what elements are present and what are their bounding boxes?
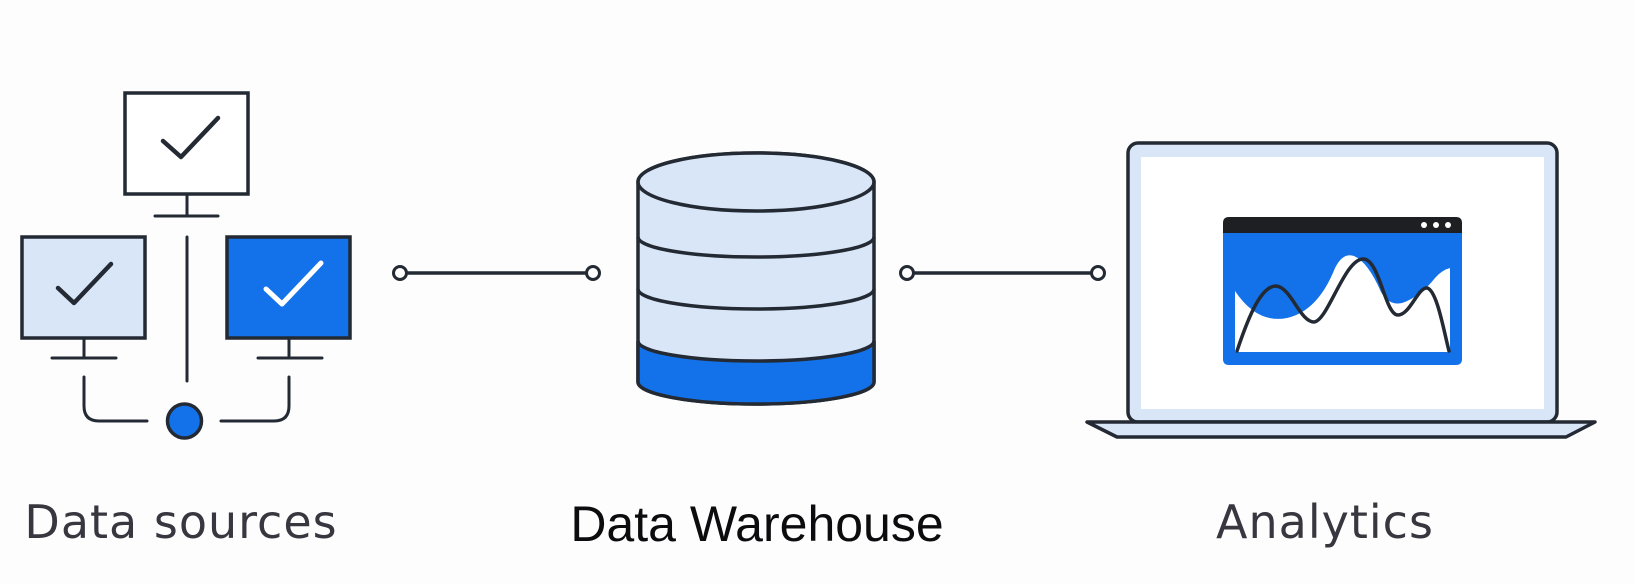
monitor-left-screen bbox=[20, 235, 147, 340]
chart-area-fill bbox=[1235, 255, 1450, 352]
connector-dot-icon bbox=[585, 265, 601, 281]
database-bottom-band bbox=[636, 340, 876, 406]
hub-right-elbow-line bbox=[219, 375, 291, 423]
monitor-top-screen bbox=[123, 91, 250, 196]
database-separator-arc bbox=[636, 236, 876, 259]
connector-dot-icon bbox=[392, 265, 408, 281]
connector-right bbox=[899, 265, 1106, 281]
database-top-ellipse bbox=[636, 151, 876, 213]
titlebar-dot-icon bbox=[1445, 222, 1451, 228]
data-warehouse-label: Data Warehouse bbox=[570, 496, 944, 552]
connector-dot-icon bbox=[899, 265, 915, 281]
database-cylinder-icon bbox=[636, 151, 876, 406]
laptop-base bbox=[1085, 420, 1597, 439]
titlebar-dot-icon bbox=[1433, 222, 1439, 228]
check-icon bbox=[263, 260, 324, 307]
monitor-left-icon bbox=[20, 235, 147, 360]
browser-titlebar bbox=[1223, 217, 1462, 233]
monitor-top-icon bbox=[123, 91, 250, 218]
monitor-right-icon bbox=[225, 235, 352, 360]
connector-dot-icon bbox=[1090, 265, 1106, 281]
check-icon bbox=[55, 261, 114, 306]
monitors-check-icon bbox=[20, 91, 352, 440]
browser-window-icon bbox=[1223, 217, 1462, 365]
monitor-right-screen bbox=[225, 235, 352, 340]
titlebar-dot-icon bbox=[1421, 222, 1427, 228]
analytics-label: Analytics bbox=[1216, 495, 1434, 549]
database-separator-arc bbox=[636, 288, 876, 311]
check-icon bbox=[160, 115, 221, 160]
hub-dot-icon bbox=[165, 402, 204, 440]
connector-left bbox=[392, 265, 601, 281]
data-sources-label: Data sources bbox=[24, 495, 338, 549]
hub-left-elbow-line bbox=[82, 375, 149, 423]
chart-wave-line bbox=[1235, 257, 1451, 353]
laptop-line-chart-icon bbox=[1085, 141, 1597, 439]
